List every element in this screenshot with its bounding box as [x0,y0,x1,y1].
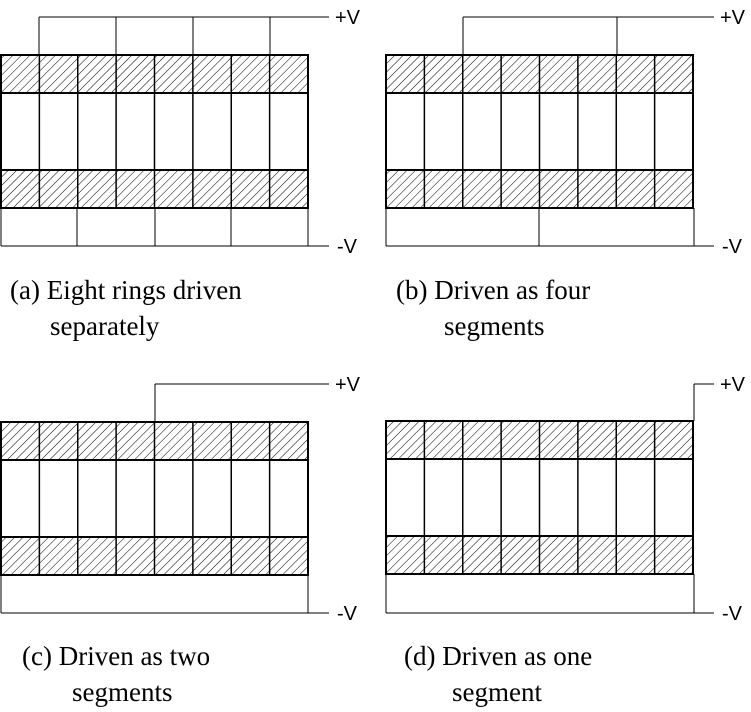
caption-a-line1: (a) Eight rings driven [10,275,242,305]
panel-b-four-segments: +V -V [385,7,746,258]
panel-c-two-segments: +V -V [0,374,361,625]
caption-c-line1: (c) Driven as two [22,641,211,671]
caption-c: (c) Driven as two segments [22,638,210,710]
positive-voltage-label: +V [720,7,746,29]
caption-b-line2: segments [444,311,545,341]
caption-d-line1: (d) Driven as one [404,641,593,671]
caption-d-line2: segment [452,677,542,707]
positive-voltage-label: +V [335,374,361,396]
negative-voltage-label: -V [337,603,358,625]
panel-a-eight-rings: +V -V [0,7,361,258]
negative-voltage-label: -V [722,603,743,625]
panel-d-one-segment: +V -V [385,374,746,625]
negative-voltage-label: -V [722,236,743,258]
caption-c-line2: segments [72,677,173,707]
positive-voltage-label: +V [335,7,361,29]
caption-d: (d) Driven as one segment [404,638,592,710]
caption-b: (b) Driven as four segments [396,272,590,344]
negative-voltage-label: -V [337,236,358,258]
caption-b-line1: (b) Driven as four [396,275,591,305]
caption-a-line2: separately [50,311,160,341]
caption-a: (a) Eight rings driven separately [10,272,242,344]
positive-voltage-label: +V [720,374,746,396]
